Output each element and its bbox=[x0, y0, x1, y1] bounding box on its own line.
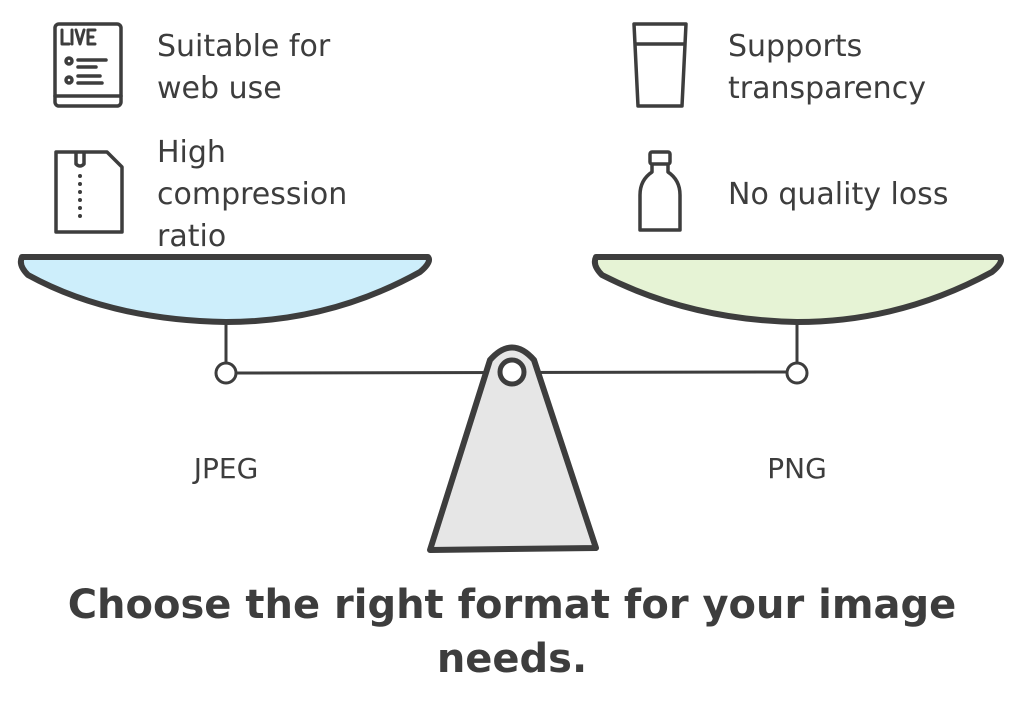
live-document-icon bbox=[53, 22, 123, 108]
zip-file-icon bbox=[54, 150, 124, 234]
right-beam-joint bbox=[785, 361, 809, 385]
fulcrum-pivot bbox=[497, 357, 527, 387]
live-lettering bbox=[60, 28, 97, 46]
png-feature-transparency: Supports transparency bbox=[728, 29, 926, 106]
right-pan bbox=[591, 254, 1004, 325]
glass-icon bbox=[632, 22, 688, 108]
png-feature-quality: No quality loss bbox=[728, 177, 949, 212]
jpeg-label: JPEG bbox=[193, 452, 259, 485]
fulcrum bbox=[427, 344, 599, 553]
bottle-icon bbox=[638, 150, 682, 232]
png-label: PNG bbox=[767, 452, 827, 485]
left-beam-joint bbox=[214, 361, 238, 385]
jpeg-feature-web-use: Suitable for web use bbox=[157, 29, 331, 106]
diagram-title: Choose the right format for your image n… bbox=[67, 582, 957, 682]
left-pan bbox=[17, 254, 432, 325]
jpeg-feature-compression: High compression ratio bbox=[157, 135, 348, 254]
